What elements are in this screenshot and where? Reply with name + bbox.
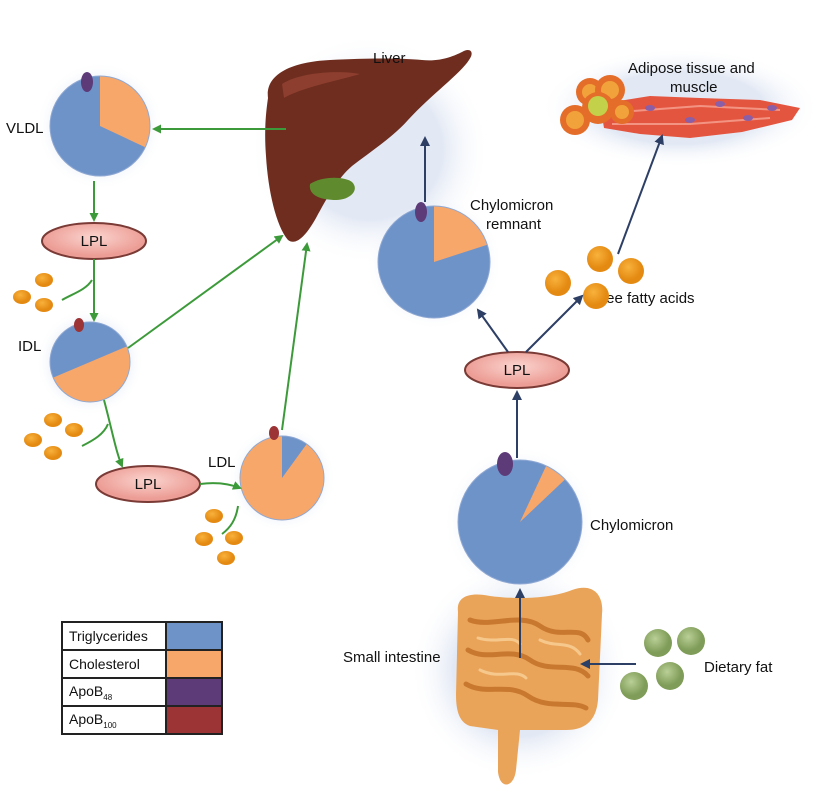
dietary-fat-icon <box>620 627 705 700</box>
legend-swatch <box>165 621 223 651</box>
remnant-apob48-marker <box>415 202 427 222</box>
exogenous-pathway-arrows <box>420 134 664 669</box>
lpl-label: LPL <box>135 476 162 493</box>
liver-icon <box>265 49 472 242</box>
particle-outline <box>457 459 583 585</box>
legend-label: ApoB100 <box>61 705 167 735</box>
particle-outline <box>49 75 151 177</box>
legend-label: Cholesterol <box>61 649 167 679</box>
vldl-label: VLDL <box>6 120 44 137</box>
lpl-label: LPL <box>504 362 531 379</box>
chylomicron-remnant-particle <box>377 205 491 319</box>
cholesterol-wedge <box>53 346 130 402</box>
particle-outline <box>239 435 325 521</box>
adipose-icon <box>560 75 800 138</box>
endogenous-pathway-arrows <box>61 124 311 535</box>
adipose-label-line2: muscle <box>670 79 718 96</box>
adipose-label-line1: Adipose tissue and <box>628 60 755 77</box>
cholesterol-wedge <box>520 465 566 522</box>
lpl-enzyme-vldl: LPL <box>41 222 147 260</box>
idl-apob100-marker <box>74 318 84 332</box>
fatty-acid-icon <box>13 273 243 565</box>
ldl-label: LDL <box>208 454 236 471</box>
fatty-acid-release-curve <box>81 423 109 447</box>
chylomicron-remnant-label-line2: remnant <box>486 216 542 233</box>
legend-swatch <box>165 705 223 735</box>
particle-outline <box>49 321 131 403</box>
legend-row-triglycerides: Triglycerides <box>61 621 223 651</box>
particle-outline <box>377 205 491 319</box>
lpl-enzyme-chylomicron: LPL <box>464 351 570 389</box>
idl-particle <box>49 321 131 403</box>
ldl-apob100-marker <box>269 426 279 440</box>
fatty-acid-release-curve <box>221 505 239 535</box>
ldl-particle <box>239 435 325 521</box>
intestine-icon <box>456 587 603 785</box>
legend: Triglycerides Cholesterol ApoB48 ApoB100 <box>61 621 223 735</box>
legend-row-apob100: ApoB100 <box>61 705 223 735</box>
legend-swatch <box>165 649 223 679</box>
arrow-idl-to-lpl <box>103 399 124 468</box>
fatty-acid-release-curve <box>61 279 93 301</box>
cholesterol-wedge <box>100 76 150 148</box>
legend-row-cholesterol: Cholesterol <box>61 649 223 679</box>
idl-label: IDL <box>18 338 41 355</box>
lpl-enzyme-idl: LPL <box>95 465 201 503</box>
vldl-particle <box>49 75 151 177</box>
arrow-fatty-acids-to-adipose <box>617 134 664 255</box>
free-fatty-acids-label: Free fatty acids <box>592 290 695 307</box>
chylomicron-remnant-label-line1: Chylomicron <box>470 197 553 214</box>
fatty-acid-icon <box>545 246 644 309</box>
chylomicron-apob48-marker <box>497 452 513 476</box>
dietary-fat-label: Dietary fat <box>704 659 773 676</box>
legend-swatch <box>165 677 223 707</box>
liver-label: Liver <box>373 50 406 67</box>
lipoprotein-particles <box>49 75 583 585</box>
chylomicron-label: Chylomicron <box>590 517 673 534</box>
arrow-idl-to-liver <box>127 234 284 349</box>
small-intestine-label: Small intestine <box>343 649 441 666</box>
arrow-lpl-to-remnant <box>476 308 509 353</box>
arrow-lpl-to-ldl <box>199 481 242 490</box>
cholesterol-wedge <box>434 206 488 262</box>
vldl-apob100-marker <box>81 72 93 92</box>
arrow-lpl-to-free-fatty-acids <box>525 294 584 353</box>
legend-label: ApoB48 <box>61 677 167 707</box>
cholesterol-wedge <box>240 436 325 521</box>
legend-row-apob48: ApoB48 <box>61 677 223 707</box>
chylomicron-particle <box>457 459 583 585</box>
legend-label: Triglycerides <box>61 621 167 651</box>
lpl-label: LPL <box>81 233 108 250</box>
arrow-ldl-to-liver <box>281 242 311 431</box>
